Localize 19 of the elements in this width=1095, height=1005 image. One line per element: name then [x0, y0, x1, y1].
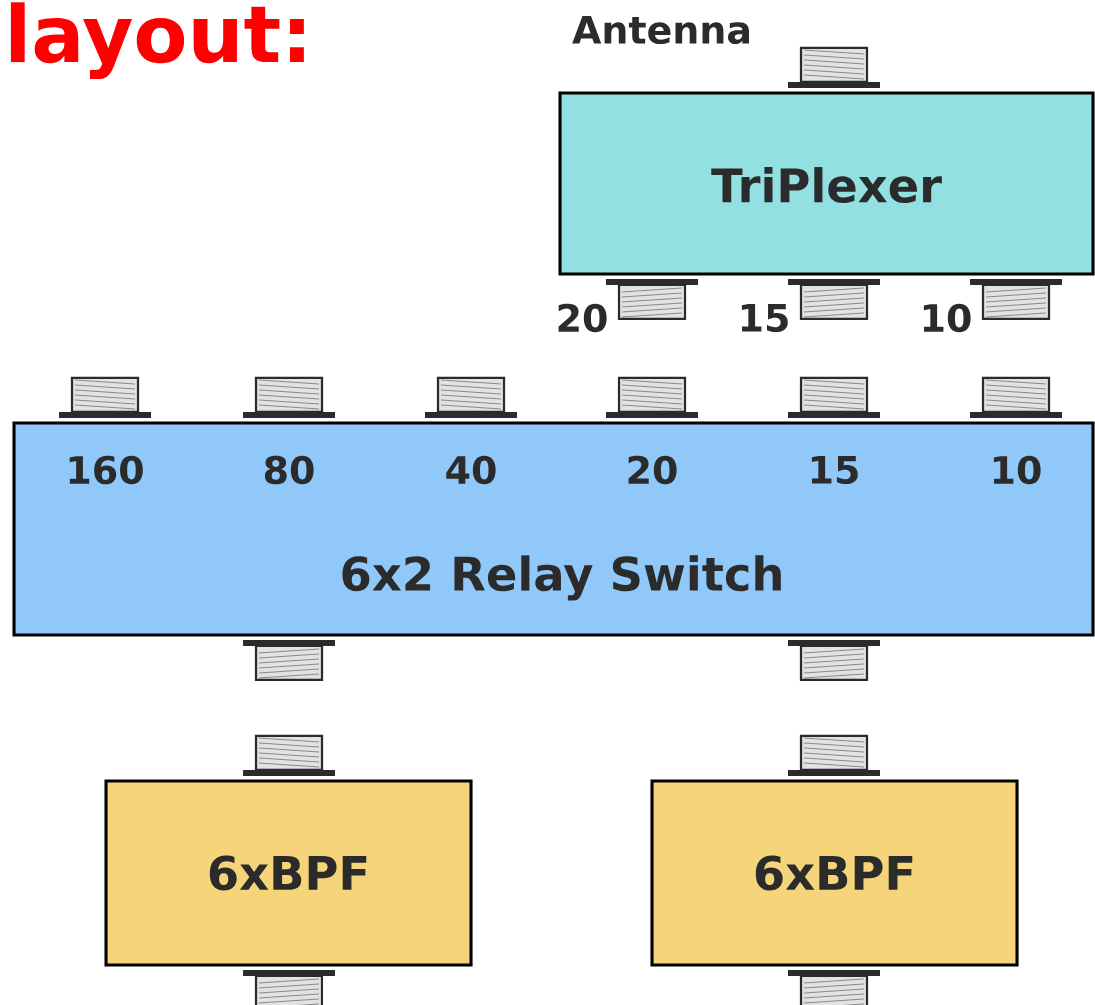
heading-label: Antenna: [572, 15, 749, 45]
box: [12, 421, 1095, 637]
box-label: 6xBPF: [755, 855, 913, 891]
box: [558, 91, 1095, 276]
port-number: 40: [446, 455, 496, 485]
title: layout:: [10, 2, 304, 80]
port-number: 20: [558, 303, 607, 333]
port-number: 80: [264, 455, 314, 485]
port-number: 10: [923, 303, 971, 333]
box: [650, 779, 1019, 967]
box: [104, 779, 473, 967]
port-number: 10: [993, 455, 1041, 485]
port-number: 20: [628, 455, 677, 485]
port-number: 15: [741, 303, 788, 333]
port-number: 160: [69, 455, 143, 485]
box-label: 6xBPF: [209, 855, 367, 891]
box-label: TriPlexer: [711, 167, 942, 203]
port-number: 15: [811, 455, 858, 485]
box-label: 6x2 Relay Switch: [342, 555, 781, 601]
